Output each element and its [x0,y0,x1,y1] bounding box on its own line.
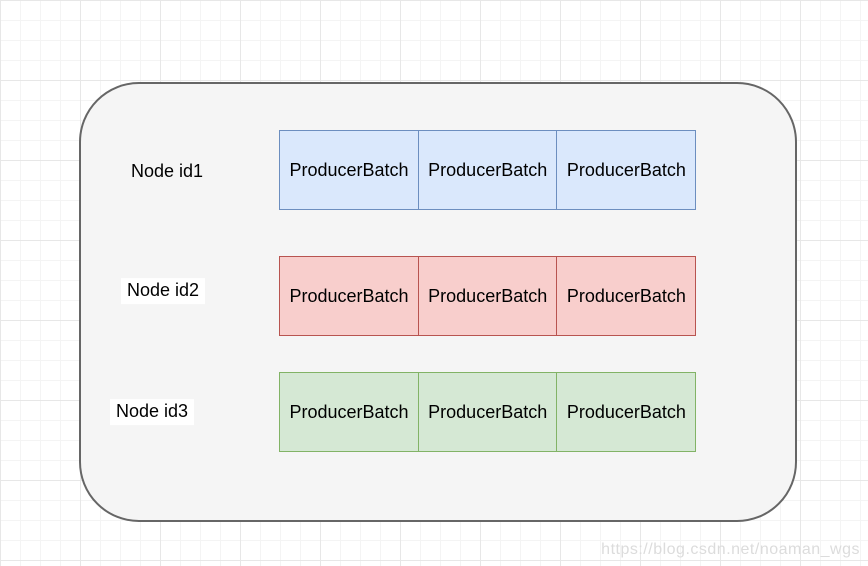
watermark-text: https://blog.csdn.net/noaman_wgs [601,541,860,558]
producer-batch-row-2: ProducerBatch ProducerBatch ProducerBatc… [279,256,699,336]
producer-batch-cell: ProducerBatch [417,130,558,210]
node-label-2: Node id2 [120,278,206,304]
producer-batch-cell: ProducerBatch [417,256,558,336]
producer-batch-row-3: ProducerBatch ProducerBatch ProducerBatc… [279,372,699,452]
producer-batch-cell: ProducerBatch [556,130,697,210]
producer-batch-cell: ProducerBatch [556,372,697,452]
producer-batch-cell: ProducerBatch [279,130,419,210]
node-label-3: Node id3 [109,399,195,425]
producer-batch-row-1: ProducerBatch ProducerBatch ProducerBatc… [279,130,699,210]
node-label-1: Node id1 [130,161,204,182]
producer-batch-cell: ProducerBatch [279,256,419,336]
producer-batch-cell: ProducerBatch [417,372,558,452]
producer-batch-cell: ProducerBatch [556,256,697,336]
producer-batch-cell: ProducerBatch [279,372,419,452]
